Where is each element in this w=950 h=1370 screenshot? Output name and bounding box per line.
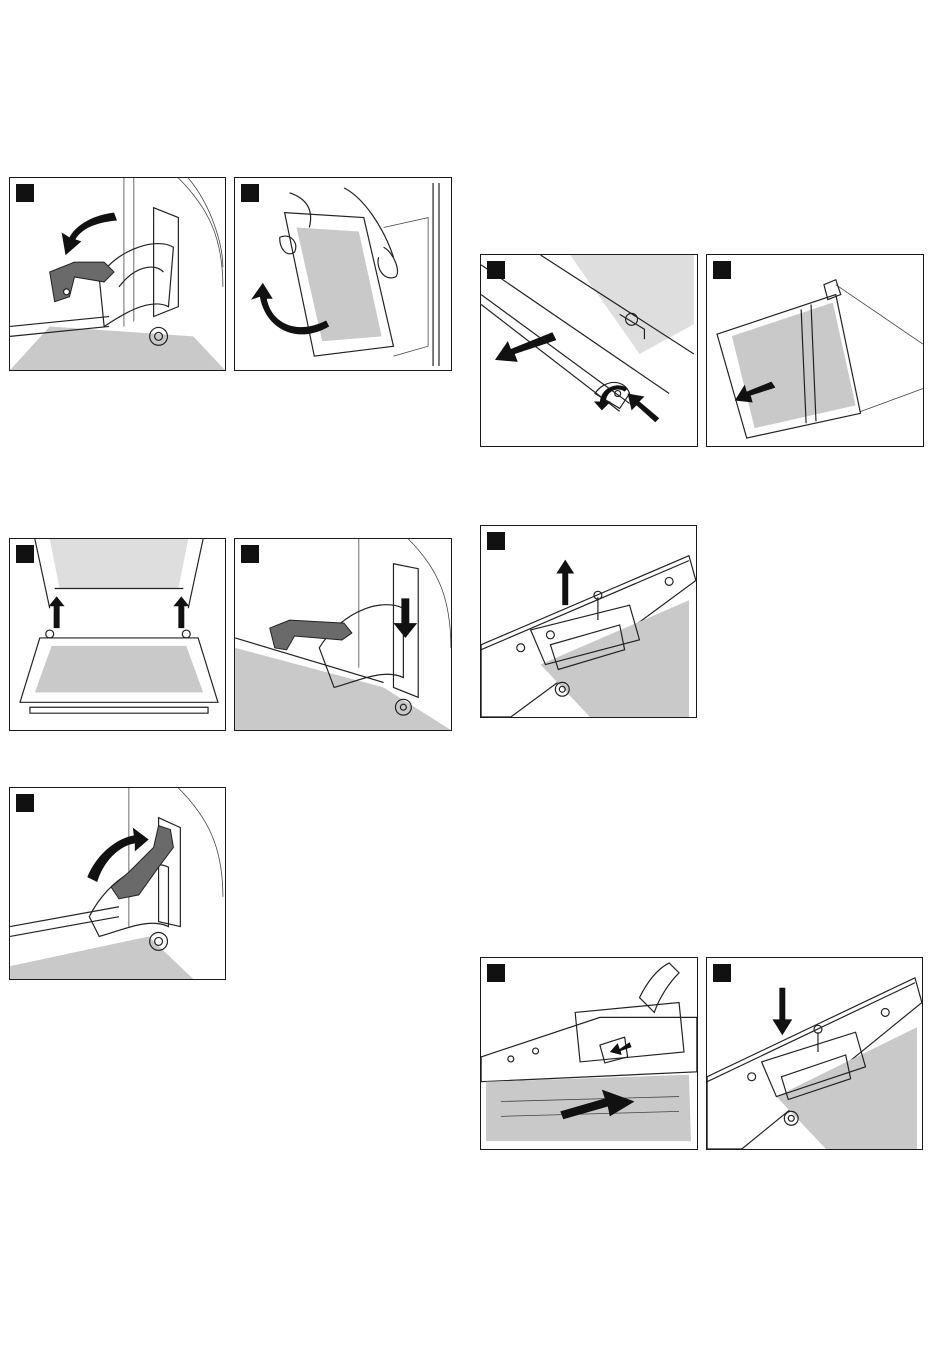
- step-marker: [16, 184, 34, 202]
- hinge-lever-lowered-icon: [10, 178, 225, 370]
- step-marker: [241, 545, 259, 563]
- panel-hinge-unlock: [9, 177, 226, 371]
- screw-lift-icon: [481, 526, 696, 717]
- step-marker: [487, 532, 505, 550]
- hinge-lever-down-icon: [235, 539, 451, 730]
- step-marker: [713, 261, 731, 279]
- step-marker: [16, 545, 34, 563]
- panel-screw-refit: [706, 957, 923, 1150]
- panel-glass-pane-remove: [706, 254, 924, 447]
- panel-pane-slide-in: [480, 957, 698, 1150]
- step-marker: [487, 964, 505, 982]
- panel-screw-remove: [480, 525, 697, 718]
- panel-hinge-lock: [9, 787, 226, 980]
- panel-door-strip-remove: [480, 254, 698, 447]
- step-marker: [241, 184, 259, 202]
- door-removal-icon: [235, 178, 451, 370]
- step-marker: [713, 964, 731, 982]
- step-marker: [487, 261, 505, 279]
- screw-insert-icon: [707, 958, 922, 1149]
- panel-door-lift-off: [234, 177, 452, 371]
- door-hinge-insert-icon: [10, 539, 225, 730]
- hinge-lever-raised-icon: [10, 788, 225, 979]
- panel-hinge-engage: [234, 538, 452, 731]
- pane-insert-icon: [481, 958, 697, 1149]
- pane-slide-out-icon: [707, 255, 923, 446]
- strip-release-icon: [481, 255, 697, 446]
- step-marker: [16, 794, 34, 812]
- panel-door-reinsert: [9, 538, 226, 731]
